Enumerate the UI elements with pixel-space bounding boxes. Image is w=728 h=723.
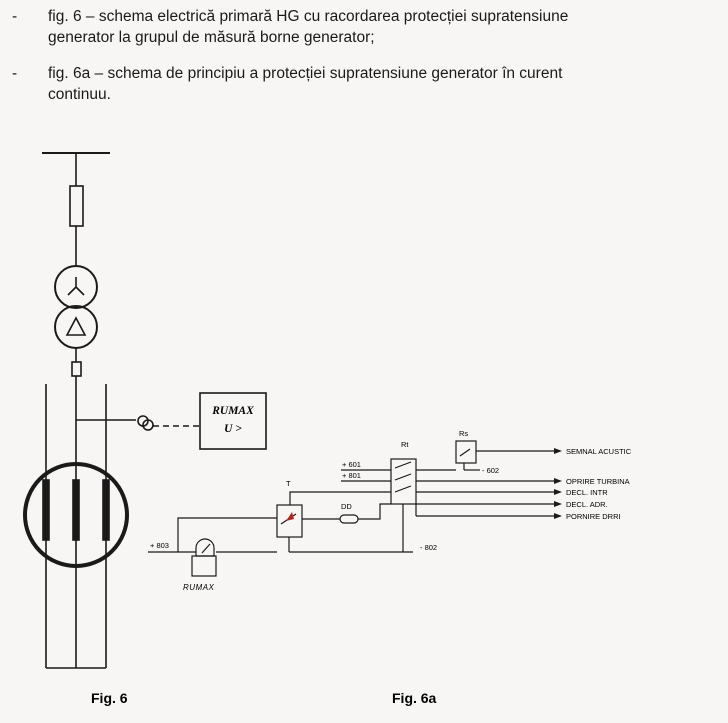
- label-plus-601: + 601: [342, 460, 361, 469]
- rumax-needle: [201, 543, 211, 554]
- rs-contact: [459, 448, 471, 457]
- gen-winding-2: [72, 479, 80, 541]
- supply-to-t: [177, 517, 277, 552]
- label-rumax-hand: RUMAX: [183, 583, 215, 592]
- arrow-oprire: [554, 478, 562, 484]
- rumax-box-subtitle: U >: [224, 423, 242, 435]
- vt-coil-2: [142, 419, 154, 431]
- arrow-decl-adr: [554, 501, 562, 507]
- text-bullets: - fig. 6 – schema electrică primară HG c…: [0, 0, 728, 120]
- arrow-decl-intr: [554, 489, 562, 495]
- rumax-contact-box: [191, 555, 217, 577]
- bullet-fig6: - fig. 6 – schema electrică primară HG c…: [12, 6, 568, 46]
- label-rt: Rt: [401, 440, 409, 449]
- output-semnal-acustic: SEMNAL ACUSTIC: [566, 447, 632, 456]
- dd-to-rt: [358, 503, 391, 520]
- output-decl-intr: DECL. INTR: [566, 488, 608, 497]
- output-decl-adr: DECL. ADR.: [566, 500, 608, 509]
- dd-element: [339, 514, 359, 524]
- rumax-meter: [195, 538, 215, 557]
- rt-contacts: [394, 461, 412, 493]
- bullet-dash: -: [12, 8, 18, 25]
- output-arrows: [286, 448, 562, 521]
- bullet-fig6-line2: generator la grupul de măsură borne gene…: [48, 29, 375, 46]
- bullet-dash: -: [12, 65, 18, 82]
- fig6a-diagram: [148, 440, 555, 577]
- label-plus-803: + 803: [150, 541, 169, 550]
- transformer-star-winding: [54, 265, 98, 309]
- rumax-box-title: RUMAX: [211, 405, 254, 417]
- rumax-relay-box: [199, 392, 267, 450]
- bullet-fig6-line1: fig. 6 – schema electrică primară HG cu …: [48, 8, 569, 25]
- label-t: T: [286, 479, 291, 488]
- arrow-semnal: [554, 448, 562, 454]
- fig6-caption: Fig. 6: [91, 690, 128, 706]
- rt-relay-box: [390, 458, 417, 505]
- fig6-diagram: [23, 152, 267, 669]
- link-rect: [71, 361, 82, 377]
- arrow-pornire: [554, 513, 562, 519]
- bullet-fig6a-line2: continuu.: [48, 86, 111, 103]
- bullet-fig6a: - fig. 6a – schema de principiu a protec…: [12, 63, 562, 103]
- generator-circle: [23, 462, 129, 568]
- label-dd: DD: [341, 502, 352, 511]
- output-pornire-drri: PORNIRE DRRI: [566, 512, 621, 521]
- rs-relay-box: [455, 440, 477, 464]
- transformer-delta-winding: [54, 305, 98, 349]
- gen-winding-3: [102, 479, 110, 541]
- t-to-rt-upper: [289, 491, 391, 505]
- t-red-marker: [286, 512, 294, 521]
- gen-winding-1: [42, 479, 50, 541]
- fig6a-caption: Fig. 6a: [392, 690, 437, 706]
- label-rs: Rs: [459, 429, 468, 438]
- star-symbol: [67, 277, 85, 296]
- delta-symbol: [65, 316, 87, 336]
- label-minus-802: - 802: [420, 543, 437, 552]
- breaker-rect: [69, 185, 84, 227]
- label-plus-801: + 801: [342, 471, 361, 480]
- output-oprire-turbina: OPRIRE TURBINA: [566, 477, 630, 486]
- bullet-fig6a-line1: fig. 6a – schema de principiu a protecți…: [48, 65, 563, 82]
- t-relay-box: [276, 504, 303, 538]
- label-minus-602: - 602: [482, 466, 499, 475]
